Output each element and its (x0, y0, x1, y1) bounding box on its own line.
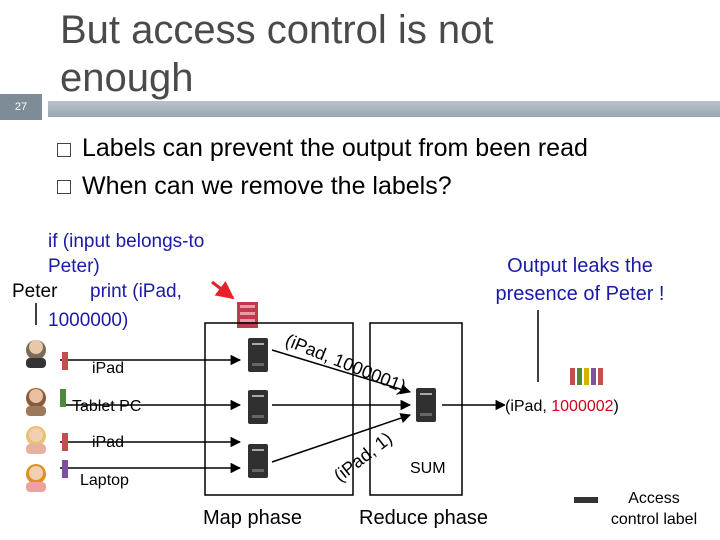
bullet-icon (57, 180, 71, 194)
code-line: 1000000) (48, 310, 129, 331)
output-value: 1000002 (551, 398, 614, 415)
output-prefix: (iPad, (505, 398, 552, 415)
avatar (26, 464, 46, 492)
reduce-phase-label: Reduce phase (359, 507, 488, 529)
legend-line: control label (610, 511, 698, 528)
sum-label: SUM (410, 460, 446, 477)
page-title: But access control is not enough (60, 8, 494, 100)
shuffle-arrow (271, 349, 412, 395)
shuffle-arrow (271, 413, 411, 463)
output-label-stripes (570, 368, 603, 385)
leak-note-line: Output leaks the (507, 255, 653, 277)
map-phase-box (204, 322, 354, 496)
input-label: iPad (92, 434, 125, 451)
output-suffix: ) (613, 398, 619, 415)
server-icon (248, 390, 268, 424)
input-label: iPad (92, 360, 125, 377)
red-arrow (211, 280, 235, 300)
bullet-icon (57, 143, 71, 157)
map-phase-label: Map phase (203, 507, 302, 529)
bullet-text: When can we remove the labels? (82, 172, 452, 200)
server-icon (248, 338, 268, 372)
server-icon (248, 444, 268, 478)
slide-number: 27 (0, 94, 42, 120)
avatar (26, 388, 46, 416)
legend-line: Access (628, 490, 680, 507)
label-swatch (62, 460, 68, 478)
reduce-phase-box (369, 322, 463, 496)
label-swatch (62, 352, 68, 370)
code-line: Peter) (48, 256, 100, 277)
title-rule (48, 101, 720, 117)
server-icon (416, 388, 436, 422)
code-line-prefix: Peter (12, 281, 58, 302)
input-label: Laptop (80, 472, 129, 489)
bullet-text: Labels can prevent the output from been … (82, 134, 588, 162)
code-line: if (input belongs-to (48, 231, 205, 252)
code-line: print (iPad, (90, 281, 182, 302)
avatar (26, 426, 46, 454)
reduce-output: (iPad, 1000002) (505, 395, 673, 423)
leak-note-line: presence of Peter ! (495, 283, 665, 305)
input-label: Tablet PC (72, 398, 142, 415)
avatar (26, 340, 46, 368)
label-swatch (60, 389, 66, 407)
access-label-swatch (574, 497, 598, 503)
label-swatch (62, 433, 68, 451)
access-label-block (237, 302, 258, 328)
